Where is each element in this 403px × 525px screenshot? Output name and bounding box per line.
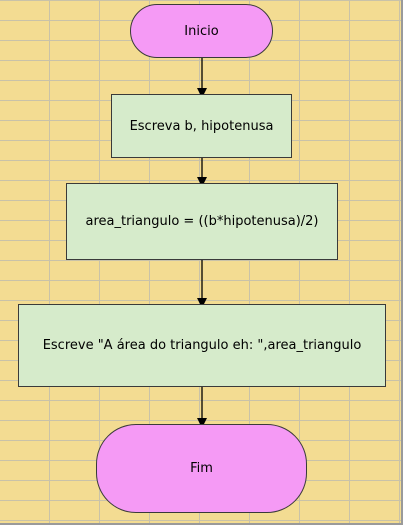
start-terminal[interactable]: Inicio bbox=[130, 4, 273, 58]
end-terminal[interactable]: Fim bbox=[96, 424, 307, 513]
compute-label: area_triangulo = ((b*hipotenusa)/2) bbox=[85, 214, 319, 229]
right-edge-border bbox=[401, 0, 403, 525]
output-process-box[interactable]: Escreve "A área do triangulo eh: ",area_… bbox=[18, 304, 386, 387]
compute-process-box[interactable]: area_triangulo = ((b*hipotenusa)/2) bbox=[66, 183, 338, 260]
bottom-edge-border bbox=[0, 523, 403, 525]
output-label: Escreve "A área do triangulo eh: ",area_… bbox=[42, 338, 362, 353]
input-process-box[interactable]: Escreva b, hipotenusa bbox=[111, 94, 292, 158]
start-label: Inicio bbox=[184, 23, 219, 39]
input-label: Escreva b, hipotenusa bbox=[129, 118, 274, 134]
end-label: Fim bbox=[190, 461, 213, 476]
